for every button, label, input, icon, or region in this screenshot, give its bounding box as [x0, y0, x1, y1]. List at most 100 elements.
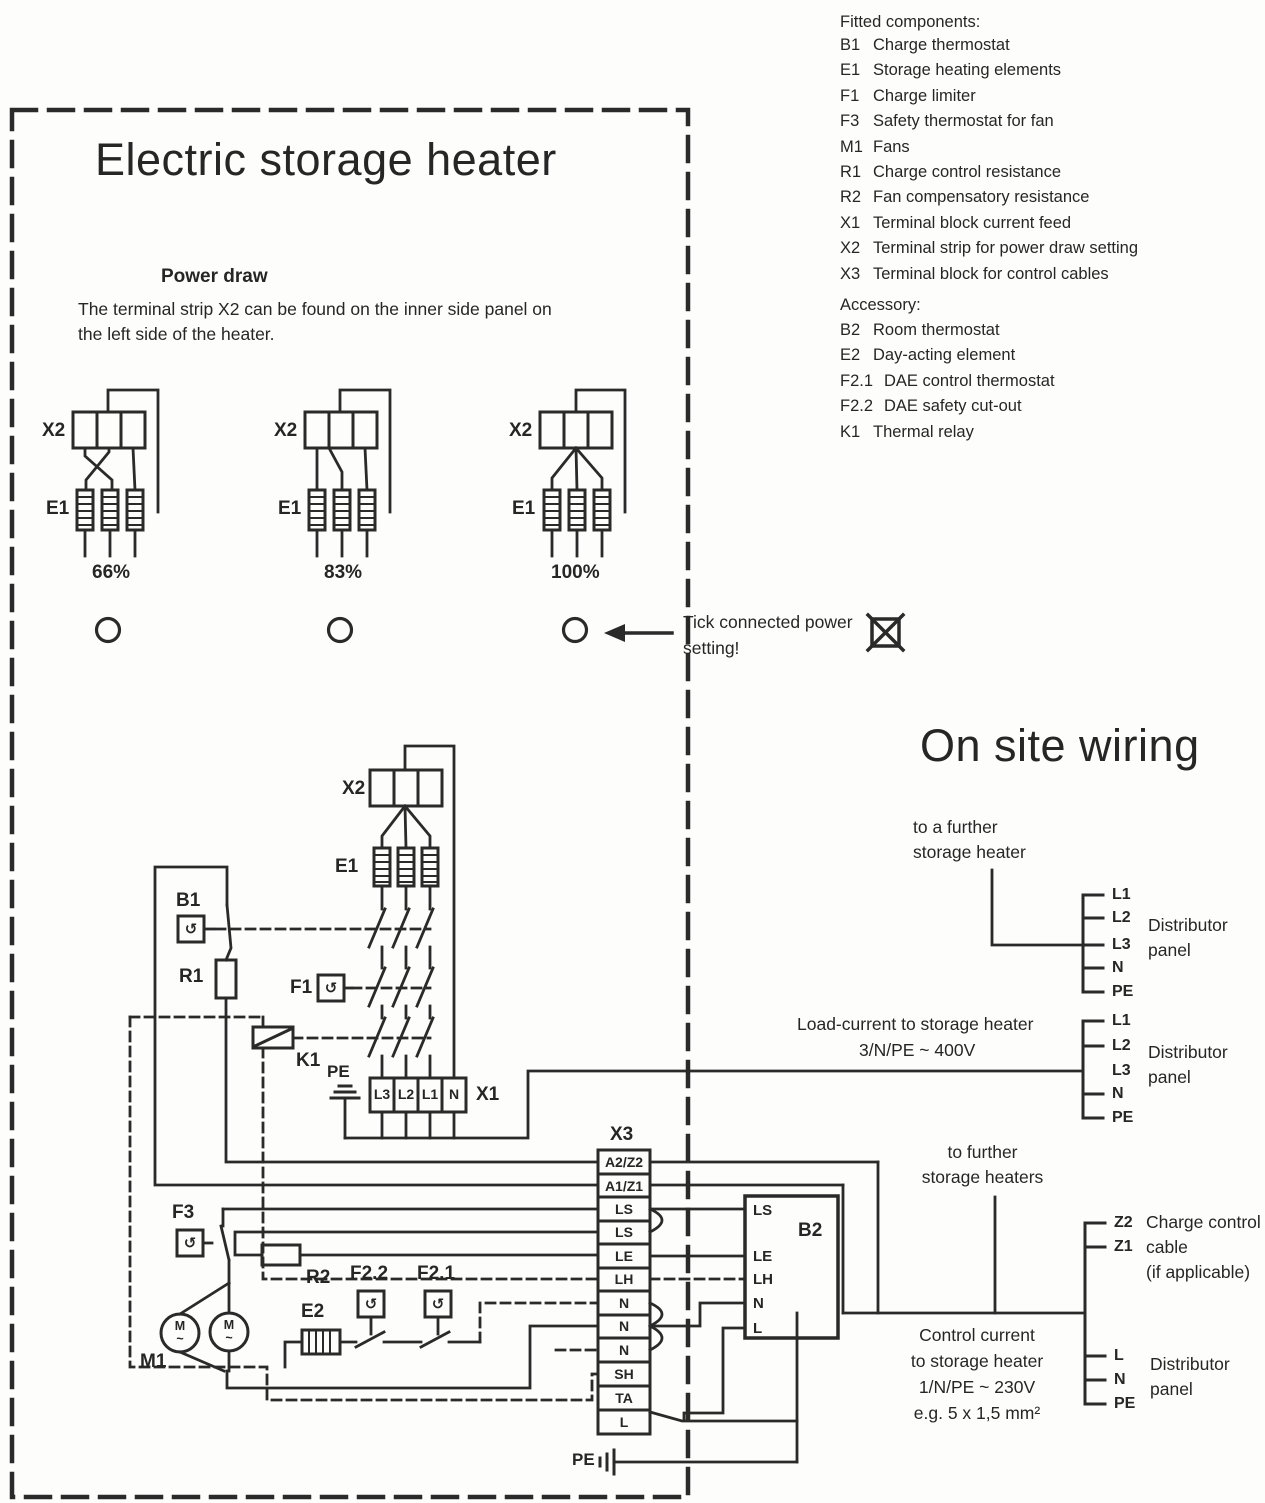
e1-heating-elements: [372, 846, 440, 888]
tick-note-line1: Tick connected power: [683, 612, 853, 632]
x3-cell-n2: N: [618, 1318, 630, 1334]
x3-cell-sh: SH: [614, 1366, 634, 1382]
fan-return-wire: [225, 1324, 600, 1390]
x2-label-66: X2: [42, 420, 66, 441]
panel2-pin-l2: L2: [1112, 1037, 1131, 1054]
x1-cell-l3: L3: [373, 1086, 391, 1102]
load-current-label-2: 3/N/PE ~ 400V: [859, 1040, 976, 1060]
heater-section-title: Electric storage heater: [95, 134, 557, 185]
f3-label: F3: [172, 1202, 195, 1223]
pe-earth-symbol-bottom: [598, 1448, 616, 1476]
x1-label: X1: [476, 1084, 500, 1105]
distributor-panel-1-bracket: [1081, 893, 1105, 994]
neutral-bridge-wire: [403, 744, 456, 1080]
x2-label-83: X2: [274, 420, 298, 441]
setting-66-diagram: [71, 388, 160, 644]
charge-loop-wire: [153, 865, 600, 1187]
pe-earth-symbol: [329, 1084, 361, 1100]
x3-cell-ls1: LS: [615, 1201, 633, 1217]
panel1-pin-n: N: [1112, 959, 1124, 976]
r1-label: R1: [179, 966, 204, 987]
r1-resistor: [214, 958, 238, 1000]
x3-cell-n3: N: [618, 1342, 630, 1358]
percent-66: 66%: [92, 562, 131, 583]
control-dashed-loop: [128, 1015, 600, 1402]
b2-label: B2: [798, 1220, 823, 1241]
f21-label: F2.1: [417, 1263, 456, 1284]
further-multi-note: to further storage heaters: [921, 1142, 1044, 1187]
onsite-section-title: On site wiring: [920, 720, 1200, 771]
f3-thermostat-icon: ↺: [183, 1234, 197, 1252]
x1-cell-n: N: [448, 1086, 460, 1102]
panel2-pin-l3: L3: [1112, 1062, 1131, 1079]
panel1-pin-pe: PE: [1112, 983, 1134, 1000]
heater-boundary-dashed-box: [9, 107, 691, 1500]
x2-main-label: X2: [342, 778, 366, 799]
x1-cell-l2: L2: [397, 1086, 415, 1102]
e2-element: [300, 1328, 342, 1356]
distributor-panel-2-bracket: [1081, 1019, 1105, 1120]
panel3-pin-n: N: [1114, 1371, 1126, 1388]
x3-terminal-strip: [596, 1148, 652, 1436]
checked-box-icon: [865, 612, 906, 653]
percent-83: 83%: [324, 562, 363, 583]
x1-terminal-block: [368, 1076, 468, 1114]
b2-pin-ls: LS: [753, 1202, 773, 1219]
arrow-icon: [604, 624, 674, 642]
further-heater-feed-wire: [990, 868, 1085, 947]
b2-pin-n: N: [753, 1295, 764, 1312]
panel3-pin-pe: PE: [1114, 1395, 1136, 1412]
x3-cell-ta: TA: [615, 1390, 633, 1406]
x1-cell-l1: L1: [421, 1086, 439, 1102]
x3-cell-le: LE: [615, 1248, 633, 1264]
phase-wires: [367, 884, 435, 1080]
x3-cell-a2z2: A2/Z2: [604, 1154, 644, 1170]
panel1-pin-l2: L2: [1112, 909, 1131, 926]
x2-label-100: X2: [509, 420, 533, 441]
e1-label-100: E1: [512, 498, 536, 519]
tick-circle-83: [326, 616, 354, 644]
distributor-panel-3-bracket: [1083, 1311, 1107, 1406]
x3-cell-a1z1: A1/Z1: [604, 1178, 644, 1194]
k1-relay: [251, 1025, 295, 1050]
panel2-pin-n: N: [1112, 1085, 1124, 1102]
load-current-label-1: Load-current to storage heater: [797, 1014, 1034, 1034]
e1-main-label: E1: [335, 856, 359, 877]
pe-x1-label: PE: [327, 1062, 350, 1081]
f22-label: F2.2: [350, 1263, 389, 1284]
x3-cell-l: L: [619, 1414, 629, 1430]
b2-pin-le: LE: [753, 1248, 773, 1265]
b1-thermostat-icon: ↺: [184, 920, 198, 938]
panel2-pin-pe: PE: [1112, 1109, 1134, 1126]
b2-room-thermostat-box: [743, 1194, 840, 1340]
b2-pin-lh: LH: [753, 1271, 773, 1288]
x3-cell-lh: LH: [614, 1271, 634, 1287]
x3-label: X3: [610, 1124, 634, 1145]
legend-fitted-title: Fitted components:: [840, 13, 981, 31]
fan1-motor-glyph: M~: [174, 1319, 186, 1346]
k1-label: K1: [296, 1050, 321, 1071]
f22-thermostat-icon: ↺: [364, 1295, 378, 1313]
e2-label: E2: [301, 1301, 325, 1322]
tick-circle-100: [561, 616, 589, 644]
pe-bottom-label: PE: [572, 1450, 595, 1469]
